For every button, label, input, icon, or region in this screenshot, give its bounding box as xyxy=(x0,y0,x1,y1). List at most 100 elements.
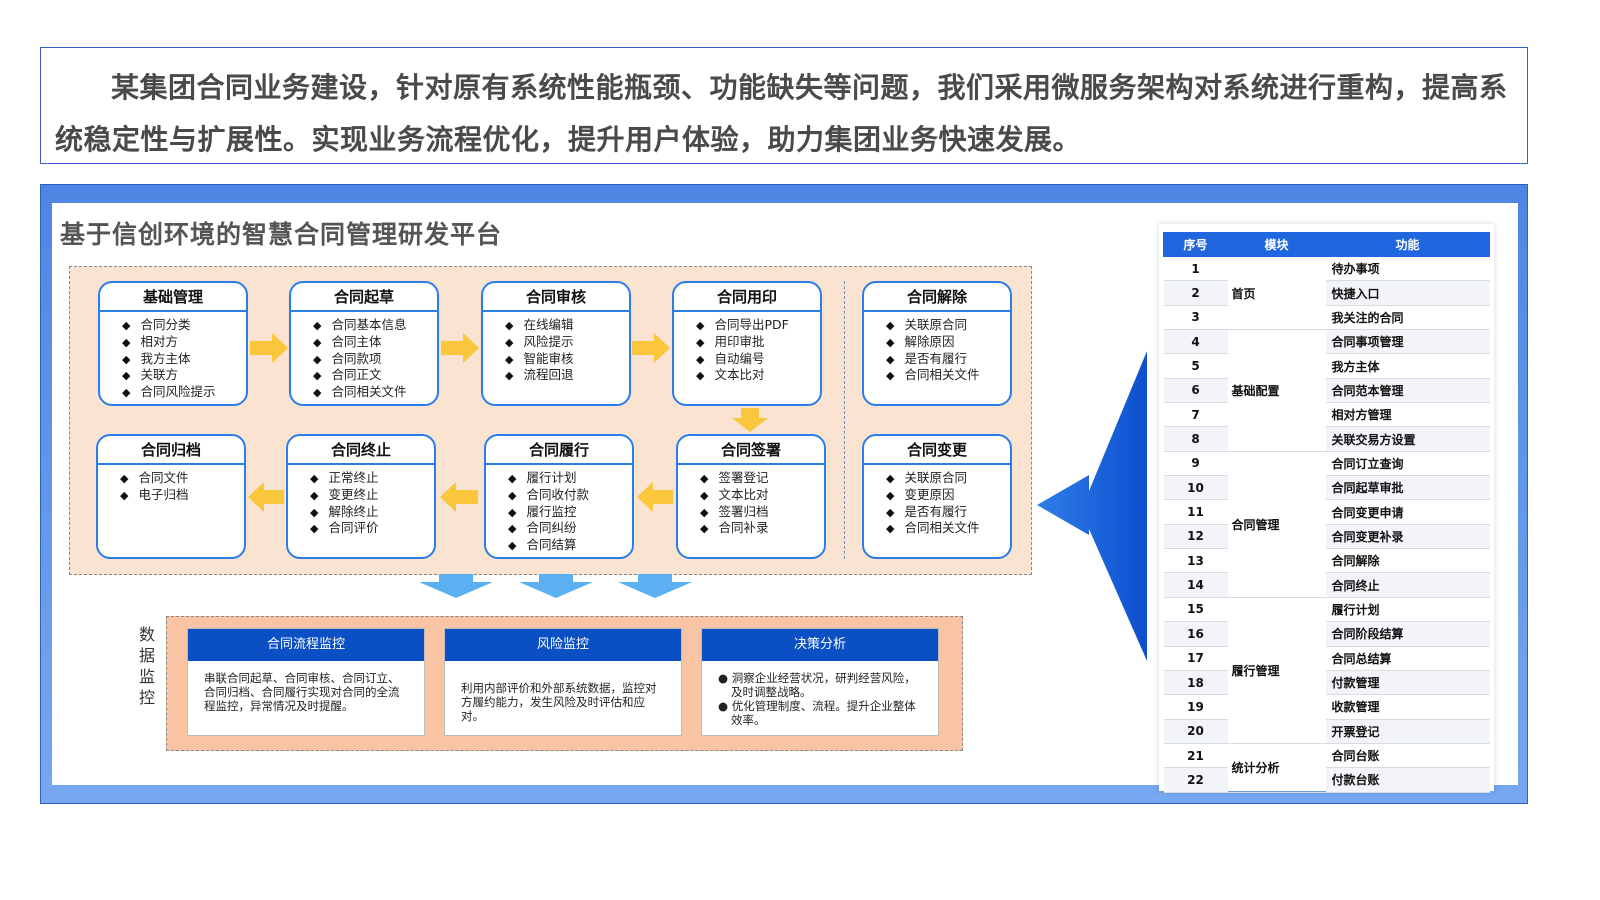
row-function: 我关注的合同 xyxy=(1325,305,1490,331)
row-index: 16 xyxy=(1163,621,1228,647)
row-index: 7 xyxy=(1163,402,1228,428)
decision-bullet: ● 洞察企业经营状况，研判经营风险，及时调整战略。 xyxy=(718,671,916,699)
arrow-right-icon xyxy=(441,333,479,363)
flow-box-title: 合同起草 xyxy=(291,283,437,312)
row-module: 首页 xyxy=(1227,256,1326,331)
flow-box-items: 履行计划 合同收付款 履行监控 合同纠纷 合同结算 xyxy=(486,465,632,554)
flow-item: 用印审批 xyxy=(696,334,820,351)
row-index: 21 xyxy=(1163,743,1228,769)
monitor-card-risk: 风险监控 利用内部评价和外部系统数据，监控对方履约能力，发生风险及时评估和应对。 xyxy=(444,628,682,736)
flow-box-items: 正常终止 变更终止 解除终止 合同评价 xyxy=(288,465,434,537)
flow-box-items: 合同文件 电子归档 xyxy=(98,465,244,504)
row-function: 相对方管理 xyxy=(1325,402,1490,428)
pointer-arrow-icon xyxy=(1037,321,1162,661)
row-index: 22 xyxy=(1163,767,1228,793)
row-function: 待办事项 xyxy=(1325,256,1490,282)
flow-box-items: 合同导出PDF 用印审批 自动编号 文本比对 xyxy=(674,312,820,384)
row-module: 基础配置 xyxy=(1227,329,1326,452)
flow-item: 我方主体 xyxy=(122,351,246,368)
row-index: 2 xyxy=(1163,280,1228,306)
table-row: 14 合同终止 xyxy=(1163,572,1490,598)
table-row: 13 合同解除 xyxy=(1163,548,1490,574)
row-index: 12 xyxy=(1163,524,1228,550)
flow-item: 合同结算 xyxy=(508,537,632,554)
row-function: 合同事项管理 xyxy=(1325,329,1490,355)
row-function: 关联交易方设置 xyxy=(1325,426,1490,452)
row-index: 15 xyxy=(1163,597,1228,623)
table-header-row: 序号 模块 功能 xyxy=(1163,232,1490,257)
flow-item: 是否有履行 xyxy=(886,504,1010,521)
row-function: 我方主体 xyxy=(1325,353,1490,379)
monitor-area: 合同流程监控 串联合同起草、合同审核、合同订立、合同归档、合同履行实现对合同的全… xyxy=(166,616,963,751)
row-function: 付款台账 xyxy=(1325,767,1490,793)
row-index: 3 xyxy=(1163,305,1228,331)
row-index: 20 xyxy=(1163,719,1228,744)
monitor-card-title: 风险监控 xyxy=(445,629,681,661)
platform-title: 基于信创环境的智慧合同管理研发平台 xyxy=(60,220,503,249)
platform-inner: 基于信创环境的智慧合同管理研发平台 基础管理 合同分类 相对方 我方主体 关联方… xyxy=(52,203,1518,793)
flow-box-title: 合同用印 xyxy=(674,283,820,312)
table-row: 7 相对方管理 xyxy=(1163,402,1490,428)
flow-box-items: 签署登记 文本比对 签署归档 合同补录 xyxy=(678,465,824,537)
row-index: 19 xyxy=(1163,694,1228,720)
flow-item: 合同分类 xyxy=(122,317,246,334)
flow-item: 是否有履行 xyxy=(886,351,1010,368)
flow-item: 合同补录 xyxy=(700,520,824,537)
arrow-left-icon xyxy=(637,482,673,512)
arrow-left-icon xyxy=(248,482,284,512)
row-index: 14 xyxy=(1163,572,1228,598)
row-function: 合同终止 xyxy=(1325,572,1490,598)
flow-box-sign: 合同签署 签署登记 文本比对 签署归档 合同补录 xyxy=(676,434,826,559)
flow-item: 合同纠纷 xyxy=(508,520,632,537)
flow-box-seal: 合同用印 合同导出PDF 用印审批 自动编号 文本比对 xyxy=(672,281,822,406)
arrow-right-icon xyxy=(632,333,670,363)
row-module: 合同管理 xyxy=(1227,451,1326,598)
flow-box-title: 合同终止 xyxy=(288,436,434,465)
row-function: 收款管理 xyxy=(1325,694,1490,720)
flow-item: 相对方 xyxy=(122,334,246,351)
row-function: 合同变更补录 xyxy=(1325,524,1490,550)
flow-item: 合同相关文件 xyxy=(313,384,437,401)
row-index: 10 xyxy=(1163,475,1228,501)
row-index: 6 xyxy=(1163,378,1228,404)
flow-item: 签署归档 xyxy=(700,504,824,521)
arrow-down-blue-icon xyxy=(618,574,692,598)
row-function: 合同解除 xyxy=(1325,548,1490,574)
flow-box-title: 基础管理 xyxy=(100,283,246,312)
arrow-down-blue-icon xyxy=(519,574,593,598)
flow-item: 合同主体 xyxy=(313,334,437,351)
monitor-card-body: 串联合同起草、合同审核、合同订立、合同归档、合同履行实现对合同的全流程监控，异常… xyxy=(204,671,400,713)
row-function: 快捷入口 xyxy=(1325,280,1490,306)
flow-box-items: 关联原合同 解除原因 是否有履行 合同相关文件 xyxy=(864,312,1010,384)
flow-item: 合同相关文件 xyxy=(886,367,1010,384)
flow-item: 在线编辑 xyxy=(505,317,629,334)
flow-box-title: 合同变更 xyxy=(864,436,1010,465)
flow-box-items: 在线编辑 风险提示 智能审核 流程回退 xyxy=(483,312,629,384)
contract-flow-area: 基础管理 合同分类 相对方 我方主体 关联方 合同风险提示 合同起草 合同基本信… xyxy=(69,266,1032,575)
decision-bullet-text: 优化管理制度、流程。提升企业整体效率。 xyxy=(731,699,916,727)
flow-box-items: 关联原合同 变更原因 是否有履行 合同相关文件 xyxy=(864,465,1010,537)
intro-text: 某集团合同业务建设，针对原有系统性能瓶颈、功能缺失等问题，我们采用微服务架构对系… xyxy=(55,71,1508,156)
monitor-card-process: 合同流程监控 串联合同起草、合同审核、合同订立、合同归档、合同履行实现对合同的全… xyxy=(187,628,425,736)
arrow-right-icon xyxy=(250,333,288,363)
flow-item: 变更原因 xyxy=(886,487,1010,504)
flow-item: 合同相关文件 xyxy=(886,520,1010,537)
row-index: 13 xyxy=(1163,548,1228,574)
intro-panel: 某集团合同业务建设，针对原有系统性能瓶颈、功能缺失等问题，我们采用微服务架构对系… xyxy=(40,47,1528,164)
flow-item: 合同评价 xyxy=(310,520,434,537)
monitor-card-title: 决策分析 xyxy=(702,629,938,661)
table-row: 22 付款台账 xyxy=(1163,767,1490,793)
row-index: 8 xyxy=(1163,426,1228,452)
flow-item: 风险提示 xyxy=(505,334,629,351)
flow-item: 合同风险提示 xyxy=(122,384,246,401)
